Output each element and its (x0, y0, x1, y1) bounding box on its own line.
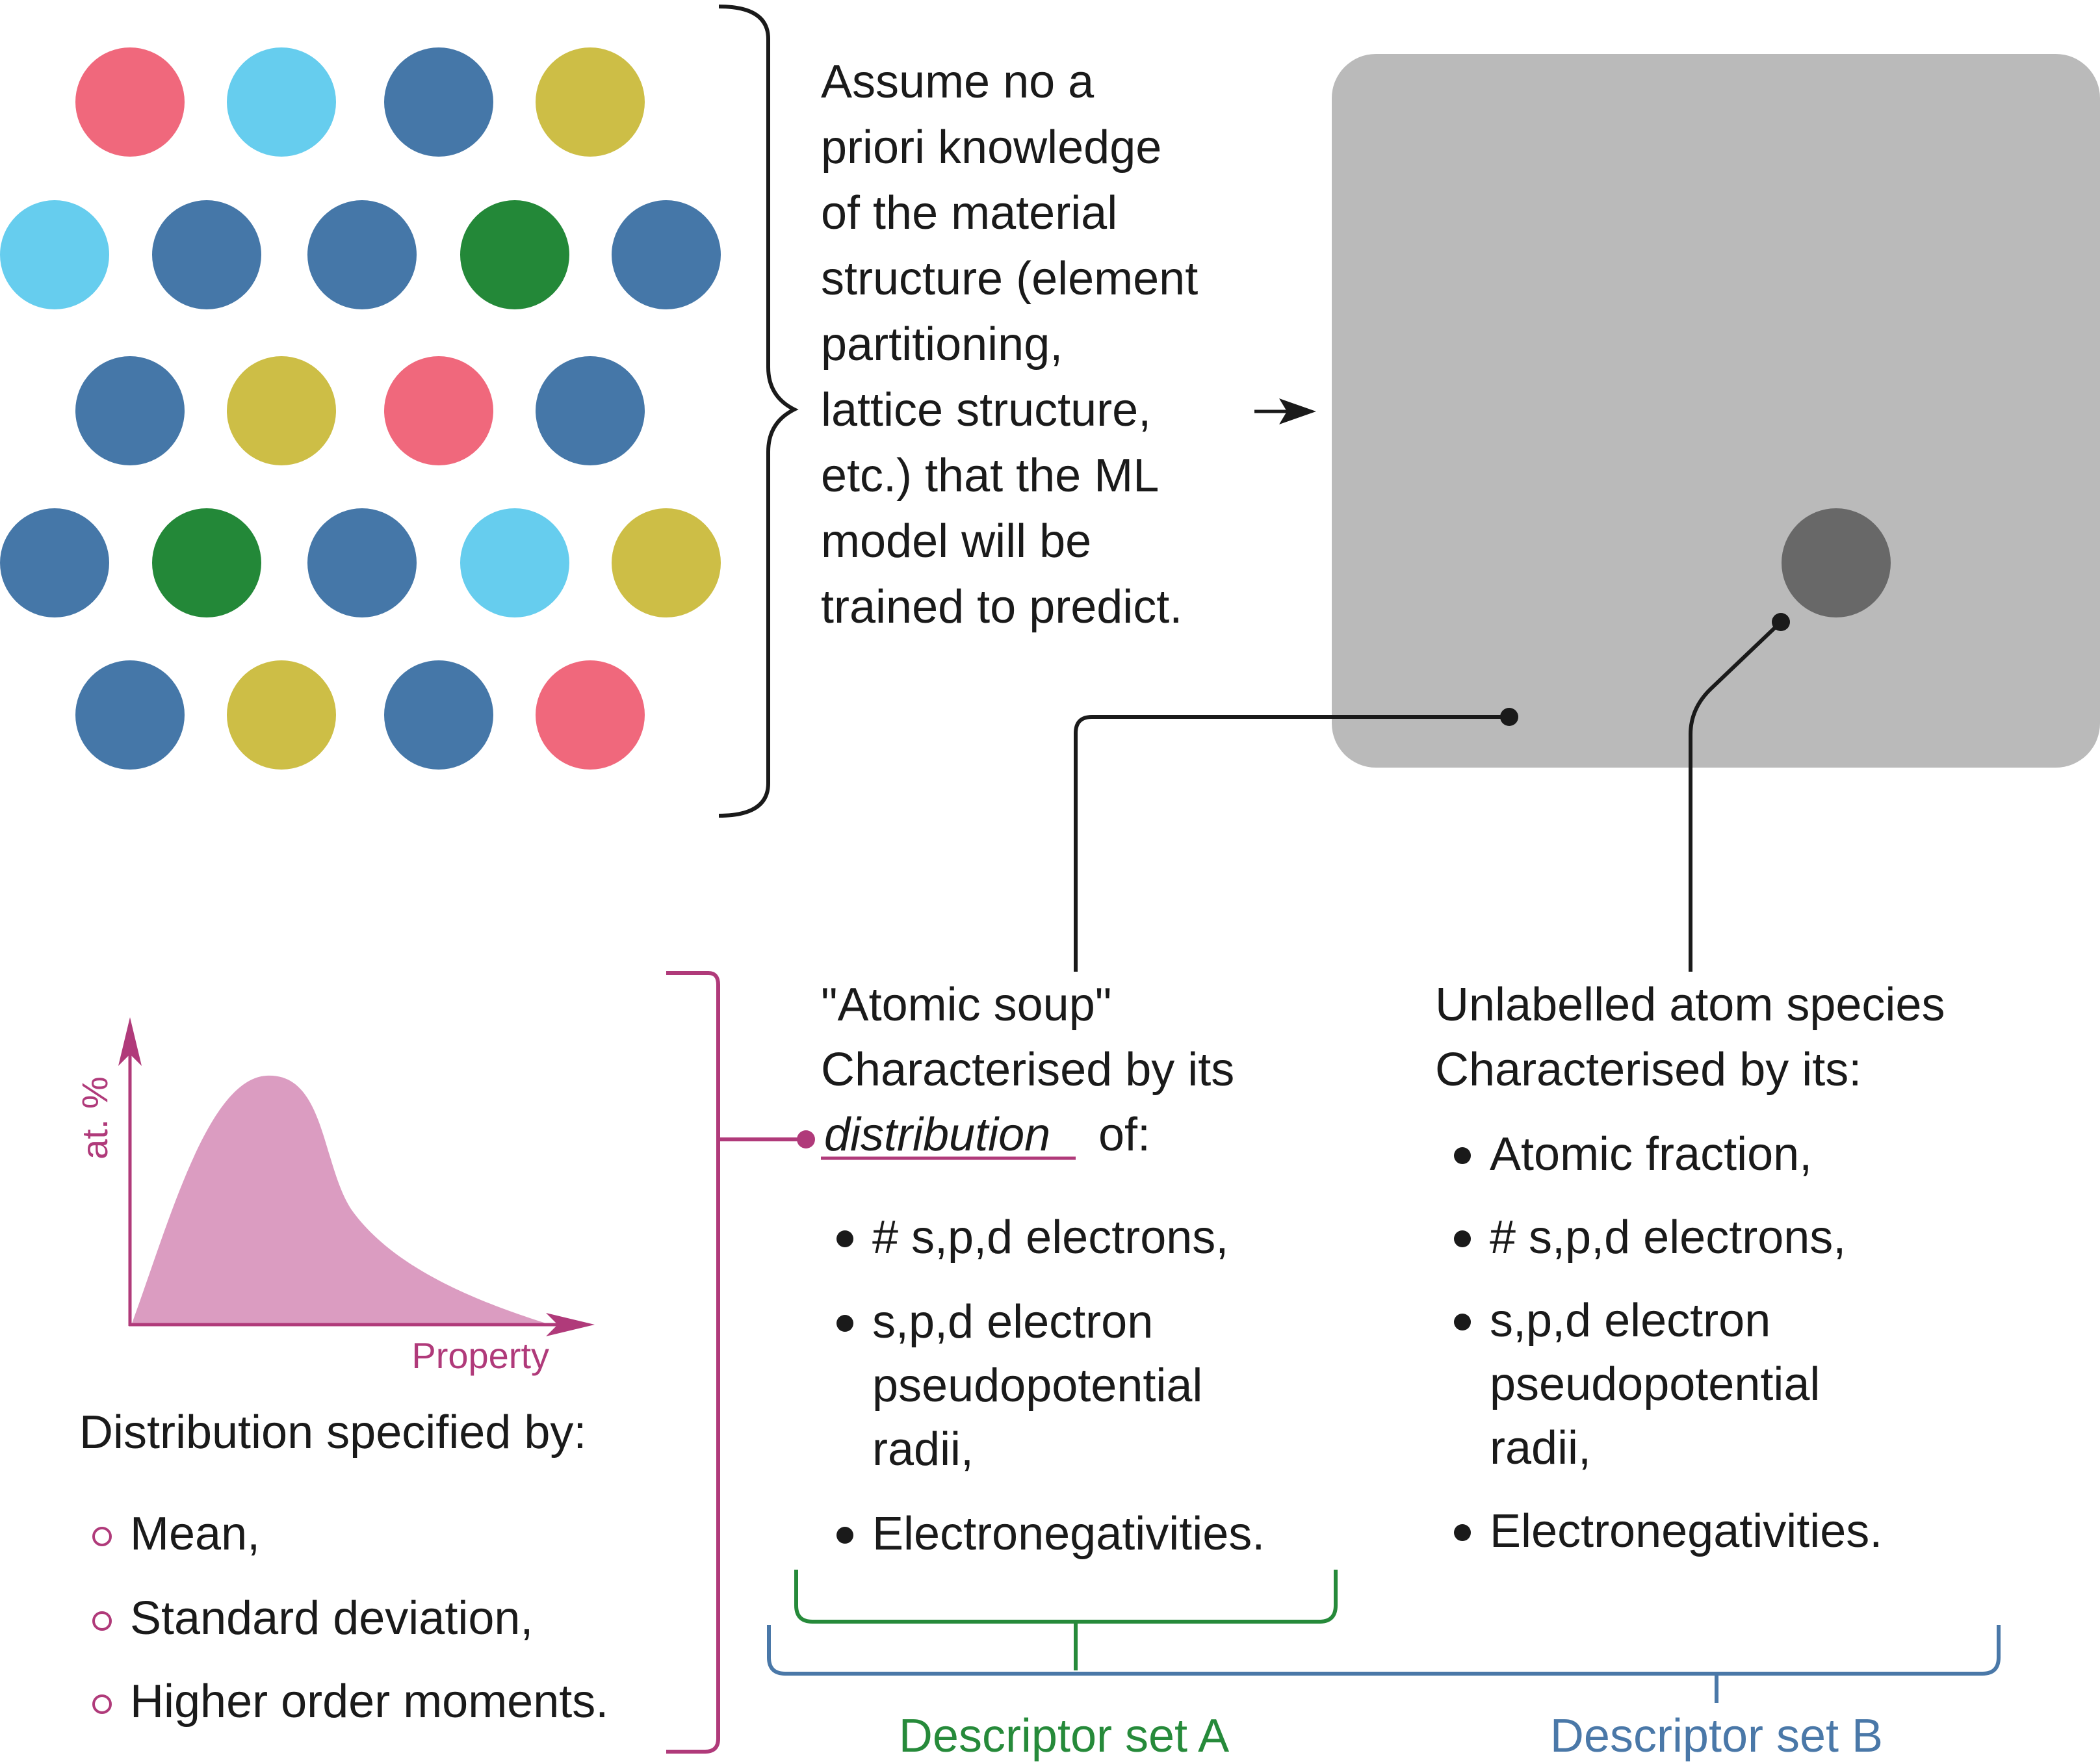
list-item: Electronegativities. (1490, 1505, 1882, 1557)
assumption-line: model will be (821, 515, 1091, 567)
list-item-line: pseudopotential (1490, 1358, 1820, 1410)
list-item-line: s,p,d electron (1490, 1295, 1770, 1347)
atom-blue (152, 200, 261, 309)
bullet-icon (1454, 1147, 1471, 1164)
distribution-word: distribution (824, 1109, 1050, 1161)
atom-pink (384, 356, 493, 465)
distribution-spec-heading: Distribution specified by: (79, 1407, 586, 1459)
list-item-line: # s,p,d electrons, (1490, 1212, 1846, 1264)
distribution-bracket (666, 971, 720, 1754)
open-bullet-icon (92, 1694, 112, 1714)
lattice-brace (718, 5, 799, 818)
y-axis-label: at. % (74, 1076, 115, 1160)
atom-blue (75, 356, 185, 465)
atom-sky (460, 508, 569, 617)
atomic-soup-list: # s,p,d electrons, s,p,d electron pseudopo… (836, 1212, 1265, 1560)
atomic-soup-title: "Atomic soup" (821, 979, 1111, 1031)
list-item-line: Atomic fraction, (1490, 1128, 1812, 1180)
x-axis-label: Property (411, 1335, 549, 1376)
bullet-icon (836, 1230, 853, 1247)
x-axis-arrow-icon (546, 1313, 595, 1336)
assumption-line: partitioning, (821, 318, 1063, 370)
assumption-line: of the material (821, 187, 1117, 239)
bullet-icon (1454, 1524, 1471, 1541)
list-item: s,p,d electron pseudopotential radii, (872, 1296, 1202, 1475)
assumption-line: structure (element (821, 253, 1198, 305)
assumption-line: etc.) that the ML (821, 450, 1159, 502)
list-item: Electronegativities. (872, 1508, 1265, 1560)
list-item-line: radii, (1490, 1422, 1591, 1474)
descriptor-a-brace (794, 1570, 1338, 1624)
list-item-line: # s,p,d electrons, (872, 1212, 1228, 1264)
descriptor-a-label: Descriptor set A (899, 1710, 1229, 1762)
atom-olive (227, 356, 336, 465)
y-axis-arrow-icon (118, 1017, 142, 1066)
unlabelled-atom (1782, 508, 1891, 617)
atom-green (152, 508, 261, 617)
list-item-line: Electronegativities. (1490, 1505, 1882, 1557)
list-item: # s,p,d electrons, (1490, 1212, 1846, 1264)
atom-pink (75, 47, 185, 157)
leader-dot-atomic-soup (1500, 708, 1518, 726)
spec-item-moments: Higher order moments. (130, 1676, 608, 1728)
unlabelled-list: Atomic fraction, # s,p,d electrons, s,p,d … (1454, 1128, 1882, 1557)
atom-olive (612, 508, 721, 617)
atom-sky (0, 200, 109, 309)
bullet-icon (1454, 1230, 1471, 1247)
atom-green (460, 200, 569, 309)
list-item: s,p,d electron pseudopotential radii, (1490, 1295, 1820, 1474)
spec-item-std: Standard deviation, (130, 1592, 533, 1644)
assumption-line: Assume no a (821, 56, 1095, 108)
list-item-line: radii, (872, 1423, 974, 1475)
atom-sky (227, 47, 336, 157)
open-bullet-icon (92, 1527, 112, 1546)
atom-blue (612, 200, 721, 309)
bullet-icon (836, 1315, 853, 1332)
leader-line-unlabelled (1689, 620, 1783, 972)
atom-olive (227, 660, 336, 770)
atom-olive (536, 47, 645, 157)
leader-line-atomic-soup (1074, 715, 1509, 972)
descriptor-b-label: Descriptor set B (1550, 1710, 1883, 1762)
assumption-line: trained to predict. (821, 581, 1182, 633)
leader-dot-unlabelled (1772, 613, 1790, 631)
of-word: of: (1098, 1109, 1150, 1161)
atom-lattice (0, 47, 721, 770)
atom-blue (536, 356, 645, 465)
spec-item-mean: Mean, (130, 1508, 260, 1560)
atom-blue (384, 660, 493, 770)
list-item: # s,p,d electrons, (872, 1212, 1228, 1264)
atom-pink (536, 660, 645, 770)
distribution-spec-list: Mean, Standard deviation, Higher order m… (92, 1508, 608, 1728)
arrow-to-structure-icon (1254, 398, 1316, 424)
material-box (1332, 54, 2100, 768)
descriptor-b-brace (767, 1625, 2001, 1676)
atom-blue (0, 508, 109, 617)
bullet-icon (1454, 1314, 1471, 1330)
assumption-text: Assume no a priori knowledge of the materi… (821, 56, 1198, 633)
atom-blue (384, 47, 493, 157)
distribution-plot: at. % Property (74, 1017, 595, 1376)
distribution-curve (132, 1075, 546, 1323)
assumption-line: priori knowledge (821, 122, 1161, 174)
list-item-line: Electronegativities. (872, 1508, 1265, 1560)
atom-blue (307, 508, 417, 617)
list-item: Atomic fraction, (1490, 1128, 1812, 1180)
open-bullet-icon (92, 1611, 112, 1631)
unlabelled-title: Unlabelled atom species (1435, 979, 1945, 1031)
atomic-soup-subtitle: Characterised by its (821, 1044, 1234, 1096)
list-item-line: pseudopotential (872, 1360, 1202, 1412)
bullet-icon (836, 1527, 853, 1544)
unlabelled-subtitle: Characterised by its: (1435, 1044, 1861, 1096)
atom-blue (75, 660, 185, 770)
atom-blue (307, 200, 417, 309)
distribution-link-dot (797, 1130, 815, 1148)
assumption-line: lattice structure, (821, 384, 1151, 436)
list-item-line: s,p,d electron (872, 1296, 1153, 1348)
